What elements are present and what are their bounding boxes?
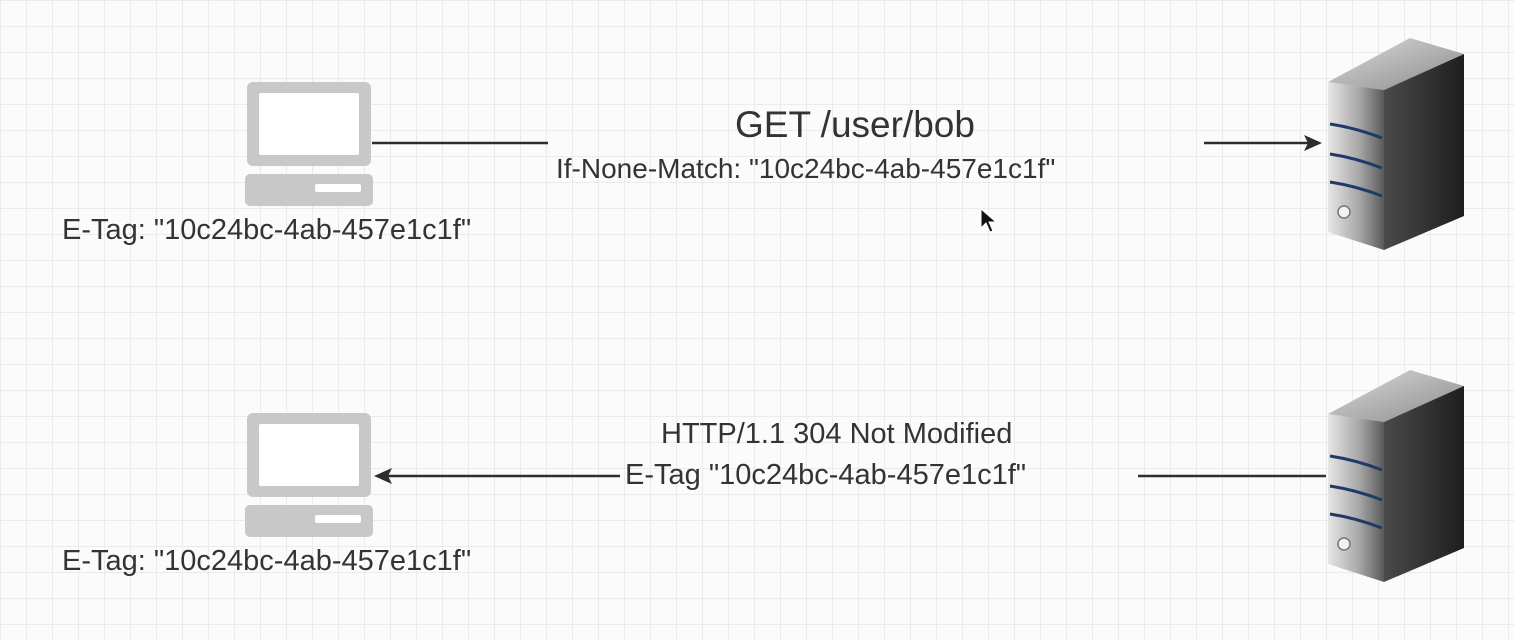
server-bottom	[1322, 368, 1468, 584]
response-status-line: HTTP/1.1 304 Not Modified	[661, 418, 1013, 450]
laptop-icon	[245, 82, 373, 206]
client-top	[245, 80, 375, 208]
request-method-line: GET /user/bob	[735, 104, 975, 145]
response-header-line: E-Tag "10c24bc-4ab-457e1c1f"	[625, 459, 1027, 491]
mouse-cursor-icon	[980, 207, 998, 233]
server-icon	[1328, 38, 1464, 250]
client-top-etag-label: E-Tag: "10c24bc-4ab-457e1c1f"	[62, 214, 472, 246]
client-bottom-etag-label: E-Tag: "10c24bc-4ab-457e1c1f"	[62, 545, 472, 577]
server-top	[1322, 36, 1468, 252]
laptop-icon	[245, 413, 373, 537]
server-icon	[1328, 370, 1464, 582]
client-bottom	[245, 411, 375, 539]
request-header-line: If-None-Match: "10c24bc-4ab-457e1c1f"	[556, 153, 1056, 184]
